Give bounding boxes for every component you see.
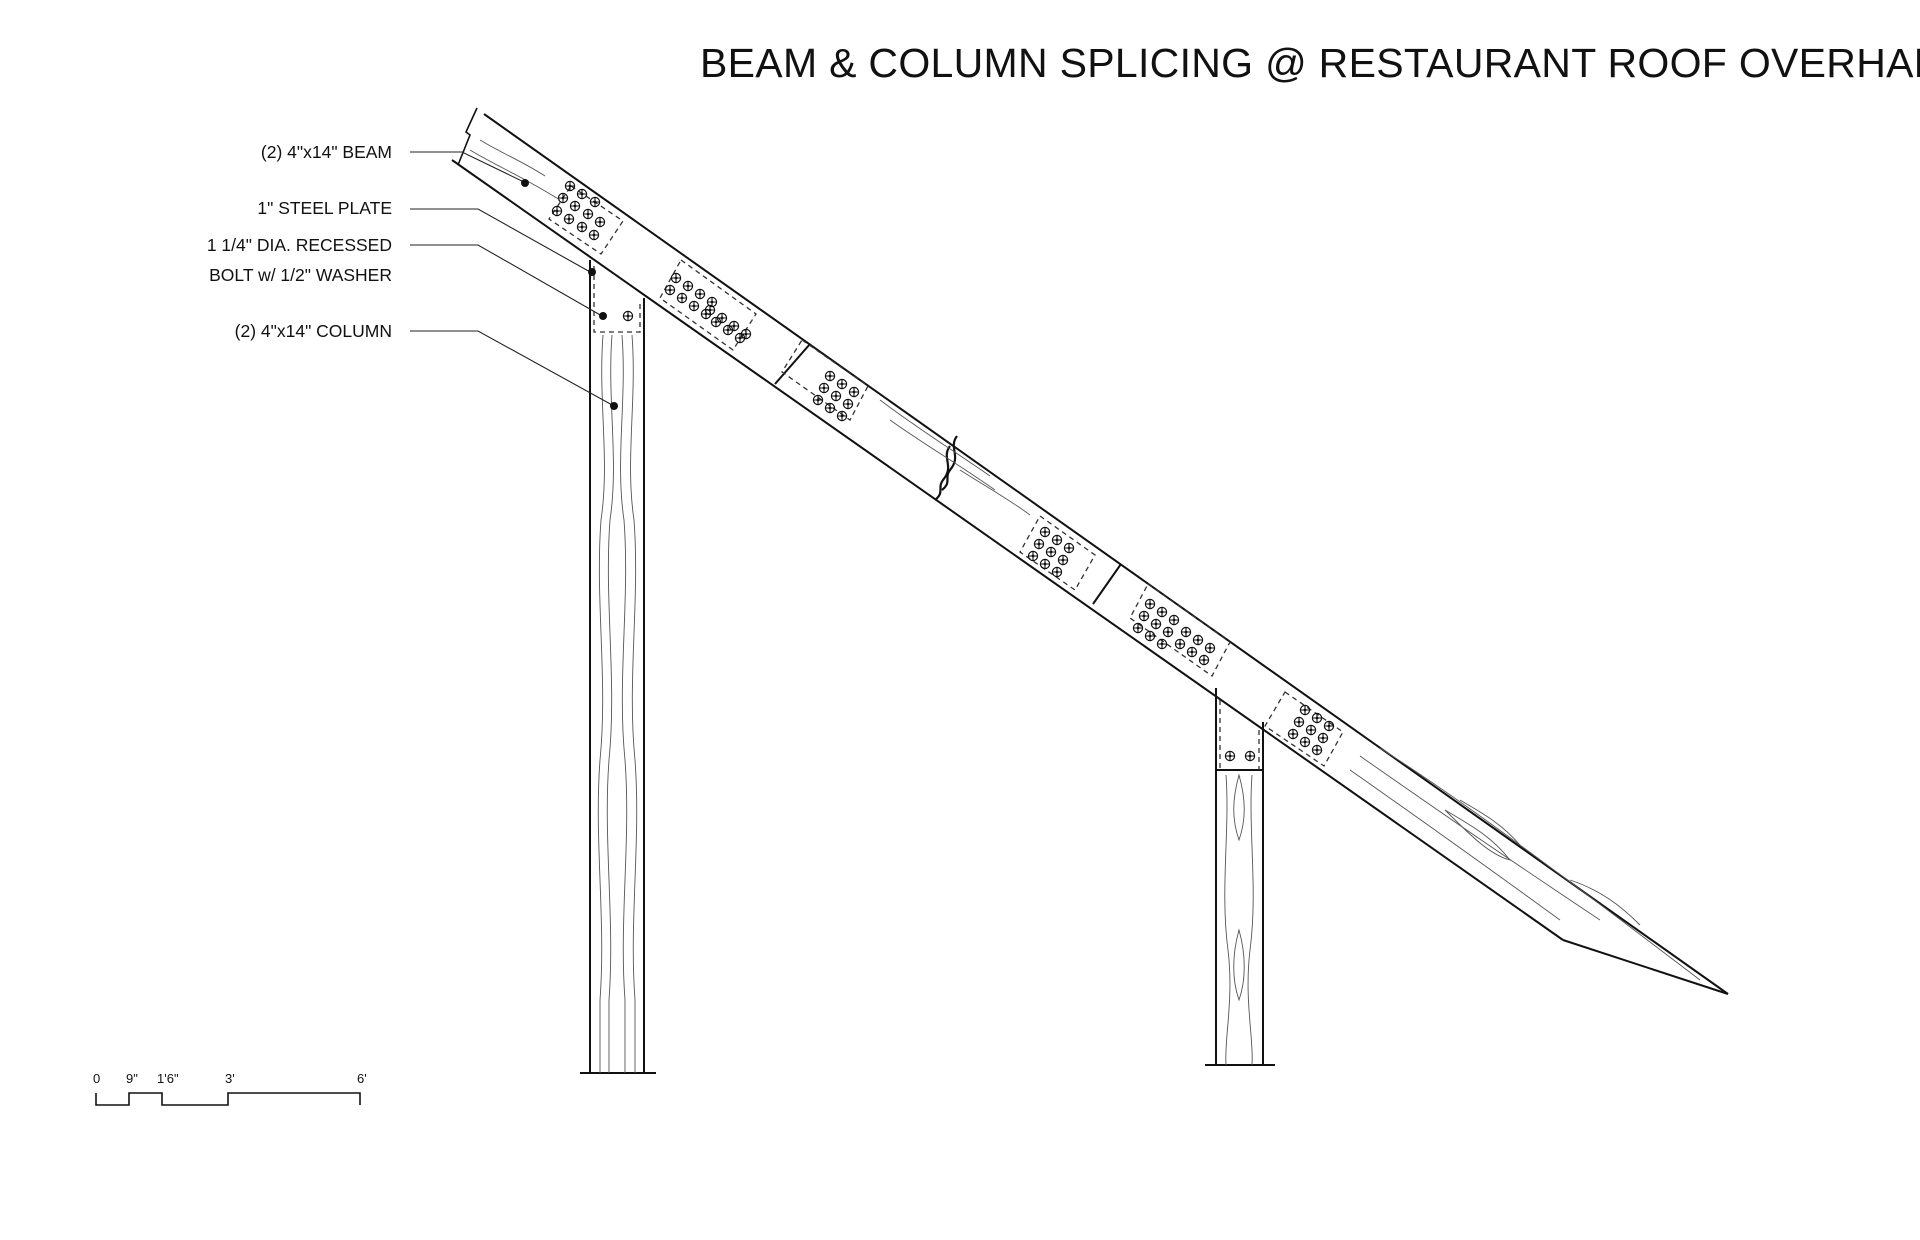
leader-dots	[521, 179, 618, 410]
bolt-group-3	[812, 370, 860, 422]
callout-steel-plate-label: 1" STEEL PLATE	[257, 198, 392, 218]
callout-bolt-label-line1: 1 1/4" DIA. RECESSED	[206, 235, 392, 255]
beam-end-break	[457, 107, 478, 166]
right-column-steel-plate	[1219, 700, 1260, 770]
bolt-group-5	[1132, 598, 1216, 666]
callout-bolt-label-line2: BOLT w/ 1/2" WASHER	[209, 265, 392, 285]
right-column-bolt-right	[1244, 750, 1256, 762]
scale-label-0: 0	[93, 1071, 101, 1086]
left-column-steel-plate	[593, 266, 641, 333]
beam-wood-grain	[469, 139, 1701, 981]
scale-label-6ft: 6'	[357, 1071, 367, 1086]
callout-beam-label: (2) 4"x14" BEAM	[260, 142, 392, 162]
right-column-bolt-left	[1224, 750, 1236, 762]
leader-bolt	[410, 244, 603, 317]
leader-dot-steel-plate	[588, 268, 596, 276]
sloped-beam	[451, 107, 1729, 995]
scale-label-9in: 9"	[126, 1071, 138, 1086]
scale-label-1ft6in: 1'6"	[157, 1071, 179, 1086]
bolt-group-6	[1287, 704, 1335, 756]
steel-plate-outlines	[548, 185, 1344, 767]
beam-bottom-bevel	[1562, 939, 1729, 995]
leader-steel-plate	[410, 208, 593, 274]
leader-dot-bolt	[599, 312, 607, 320]
leader-column	[410, 330, 615, 407]
beam-bottom-edge	[451, 159, 1564, 941]
callout-column-label: (2) 4"x14" COLUMN	[234, 321, 392, 341]
beam-top-edge	[483, 113, 1729, 995]
right-column-wood-grain	[1224, 773, 1254, 1066]
graphic-scale-bar	[95, 1092, 361, 1106]
leader-lines	[410, 151, 615, 407]
scale-label-3ft: 3'	[225, 1071, 235, 1086]
leader-dot-beam	[521, 179, 529, 187]
drawing-title: BEAM & COLUMN SPLICING @ RESTAURANT ROOF…	[700, 40, 1920, 86]
right-column	[1205, 688, 1275, 1066]
left-column	[580, 260, 656, 1074]
left-column-wood-grain	[597, 334, 638, 1073]
beam-break-line	[934, 435, 958, 501]
bolt-group-1	[551, 180, 606, 241]
leader-beam	[410, 151, 529, 185]
left-column-bolt	[622, 310, 634, 322]
splice-joints	[774, 343, 1122, 605]
leader-dot-column	[610, 402, 618, 410]
